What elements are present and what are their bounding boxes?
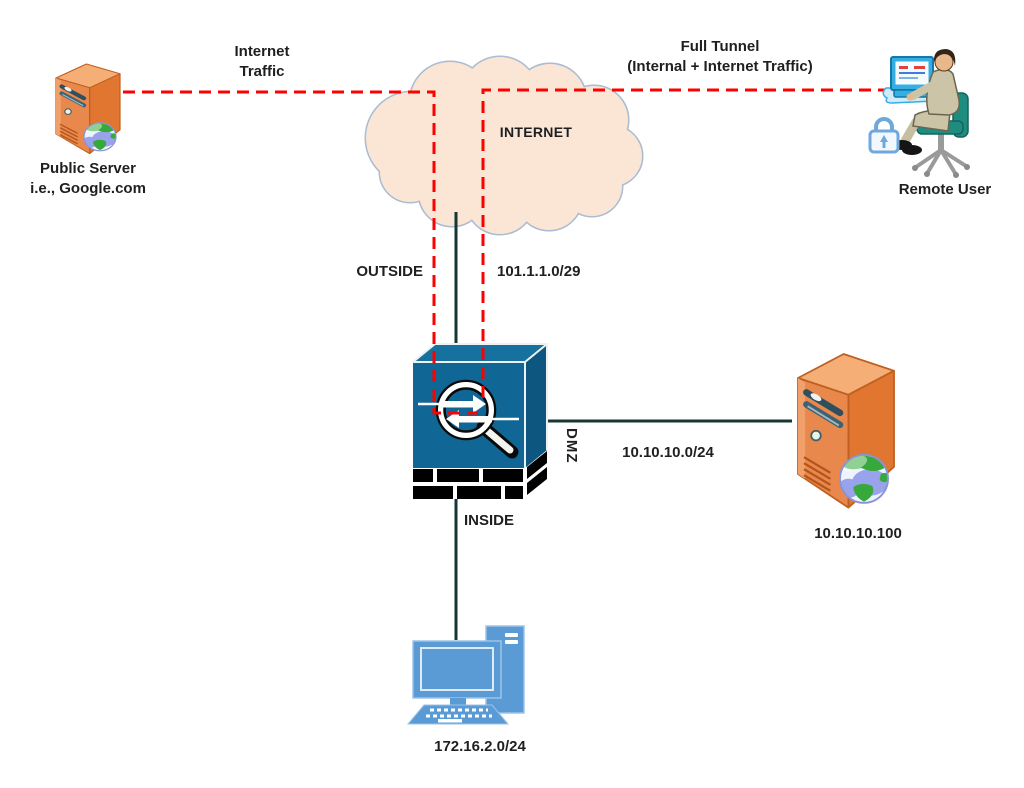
firewall-bricks — [413, 451, 547, 499]
inside-pc-icon — [406, 625, 525, 725]
inside-subnet-label: 172.16.2.0/24 — [434, 738, 526, 755]
dmz-subnet-label: 10.10.10.0/24 — [622, 444, 714, 461]
remote-user-label: Remote User — [898, 181, 992, 198]
lock-icon — [868, 117, 900, 154]
public-server-label: Public Server i.e., Google.com — [30, 160, 146, 197]
tunnel-left-path — [123, 90, 478, 415]
internet-cloud — [364, 55, 644, 236]
dmz-interface-label: DMZ — [563, 428, 580, 464]
interface-links — [454, 212, 792, 640]
internet-traffic-label: Internet Traffic — [234, 43, 290, 80]
full-tunnel-label: Full Tunnel (Internal + Internet Traffic… — [627, 38, 813, 75]
firewall-icon — [412, 343, 548, 499]
dmz-server-icon — [798, 354, 894, 508]
dmz-server-ip-label: 10.10.10.100 — [814, 525, 902, 542]
public-server-icon — [56, 64, 120, 154]
outside-subnet-label: 101.1.1.0/29 — [497, 263, 581, 280]
tunnel-paths — [123, 88, 890, 415]
outside-interface-label: OUTSIDE — [356, 263, 423, 280]
inside-interface-label: INSIDE — [463, 512, 514, 529]
remote-user-icon — [882, 49, 970, 178]
magnifier-icon — [435, 379, 519, 459]
internet-label: INTERNET — [499, 124, 573, 140]
tunnel-right-path — [481, 88, 890, 404]
